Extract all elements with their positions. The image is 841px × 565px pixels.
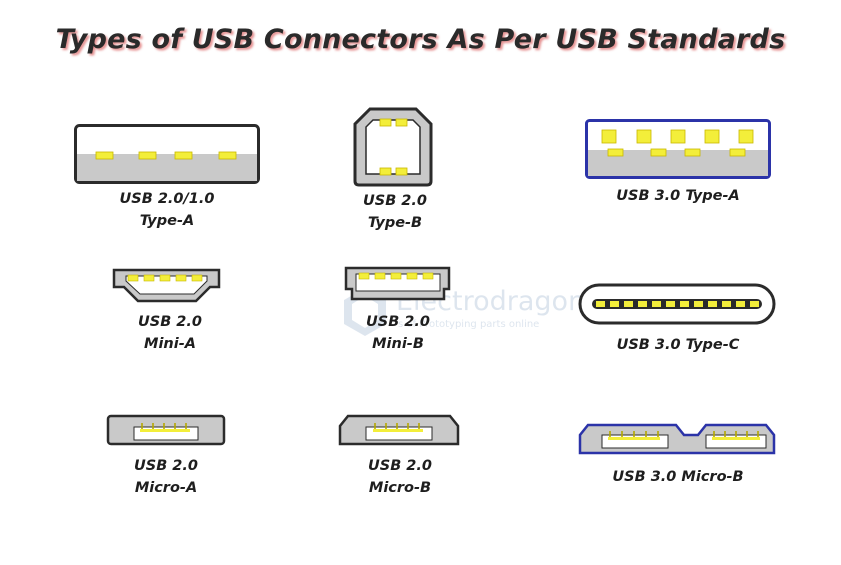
usb2-mini-a-label: USB 2.0 Mini-A <box>100 311 240 355</box>
usb2-mini-a-connector <box>112 268 222 304</box>
usb2-mini-b-label: USB 2.0 Mini-B <box>328 311 468 355</box>
usb2-type-b-label-line2: Type-B <box>367 215 423 231</box>
usb3-type-c-label: USB 3.0 Type-C <box>598 334 758 356</box>
usb3-micro-b-label-line1: USB 3.0 Micro-B <box>612 469 744 485</box>
type-c-pin <box>624 301 633 307</box>
usb3-type-a-label-line1: USB 3.0 Type-A <box>616 188 740 204</box>
usb2-mini-b-label-line1: USB 2.0 <box>365 314 430 330</box>
diagram-title: Types of USB Connectors As Per USB Stand… <box>55 24 786 55</box>
usb2-micro-b-icon <box>338 414 460 446</box>
usb2-type-b-label-line1: USB 2.0 <box>362 193 427 209</box>
usb2-type-a-label-line1: USB 2.0/1.0 <box>119 191 215 207</box>
usb2-micro-b-label: USB 2.0 Micro-B <box>330 455 470 499</box>
usb3-type-c-connector <box>578 283 776 325</box>
type-c-pin <box>680 301 689 307</box>
type-c-pin <box>708 301 717 307</box>
usb2-micro-b-label-line1: USB 2.0 <box>367 458 432 474</box>
type-c-pin <box>722 301 731 307</box>
usb2-micro-a-label: USB 2.0 Micro-A <box>96 455 236 499</box>
usb2-mini-a-label-line2: Mini-A <box>144 336 196 352</box>
usb2-micro-a-connector <box>106 414 226 446</box>
usb3-micro-b-icon <box>578 423 776 455</box>
usb2-micro-a-label-line2: Micro-A <box>134 480 198 496</box>
type-c-pin <box>666 301 675 307</box>
usb2-type-a-connector <box>74 124 260 184</box>
usb2-mini-b-connector <box>344 266 452 302</box>
usb3-micro-b-connector <box>578 420 776 456</box>
usb3-type-c-label-line1: USB 3.0 Type-C <box>616 337 740 353</box>
usb2-micro-a-label-line1: USB 2.0 <box>133 458 198 474</box>
usb3-type-c-icon <box>578 283 776 325</box>
usb2-mini-b-icon <box>344 266 451 301</box>
usb2-type-b-label: USB 2.0 Type-B <box>325 190 465 234</box>
type-c-pin <box>652 301 661 307</box>
usb2-micro-b-label-line2: Micro-B <box>368 480 432 496</box>
usb2-mini-b-label-line2: Mini-B <box>372 336 424 352</box>
usb3-type-a-icon <box>585 119 771 179</box>
usb2-type-b-connector <box>353 107 433 187</box>
usb2-type-b-icon <box>353 107 433 187</box>
usb2-mini-a-icon <box>112 268 221 303</box>
usb3-type-a-label: USB 3.0 Type-A <box>598 185 758 207</box>
usb2-micro-a-icon <box>106 414 226 446</box>
type-c-pin <box>750 301 759 307</box>
type-c-pin <box>596 301 605 307</box>
usb2-mini-a-label-line1: USB 2.0 <box>137 314 202 330</box>
type-c-pin <box>694 301 703 307</box>
usb2-type-a-label-line2: Type-A <box>139 213 195 229</box>
type-c-pin <box>736 301 745 307</box>
usb3-type-a-connector <box>585 119 771 179</box>
usb2-micro-b-connector <box>338 414 460 446</box>
usb3-micro-b-label: USB 3.0 Micro-B <box>598 466 758 488</box>
usb2-type-a-label: USB 2.0/1.0 Type-A <box>92 188 242 232</box>
usb2-type-a-icon <box>74 124 260 184</box>
type-c-pin <box>638 301 647 307</box>
type-c-pin <box>610 301 619 307</box>
